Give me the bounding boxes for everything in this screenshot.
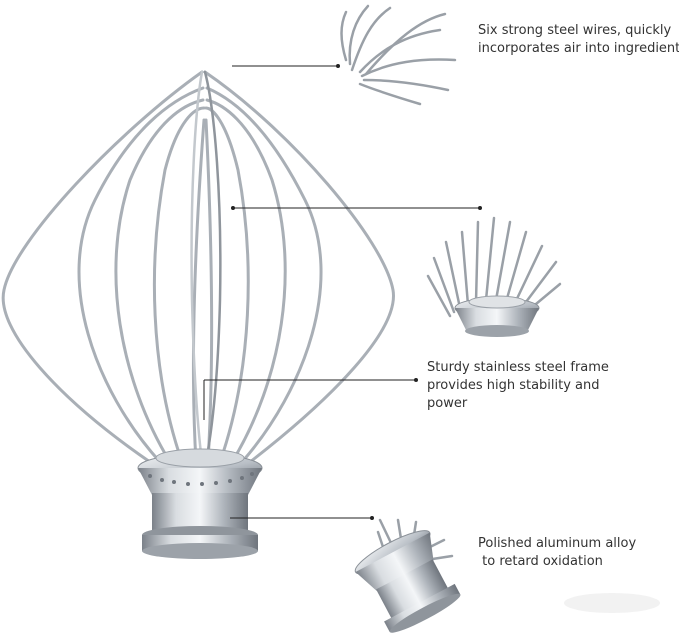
callout-line: provides high stability and (427, 378, 600, 393)
callout-line: power (427, 396, 468, 411)
callout-line: Sturdy stainless steel frame (427, 360, 609, 375)
leader-lines (203, 65, 480, 519)
callout-wires-text: Six strong steel wires, quickly incorpor… (478, 22, 679, 58)
inset-wire-tips (340, 4, 457, 106)
pointer-dot-2a (231, 206, 235, 210)
callout-line: Polished aluminum alloy (478, 536, 637, 551)
pointer-dot-3 (414, 378, 418, 382)
pointer-dot-2b (478, 206, 482, 210)
whisk-wires (1, 70, 395, 464)
shadow (564, 593, 660, 613)
callout-alloy-text: Polished aluminum alloy to retard oxidat… (478, 535, 636, 571)
pointer-dot-1 (336, 64, 340, 68)
pointer-dot-4 (370, 516, 374, 520)
callout-line: incorporates air into ingredients (478, 41, 679, 56)
inset-frame (426, 216, 562, 337)
whisk-base (137, 448, 263, 559)
callout-frame-text: Sturdy stainless steel frame provides hi… (427, 359, 609, 413)
inset-base (354, 518, 461, 633)
callout-line: to retard oxidation (478, 554, 603, 569)
callout-line: Six strong steel wires, quickly (478, 23, 672, 38)
